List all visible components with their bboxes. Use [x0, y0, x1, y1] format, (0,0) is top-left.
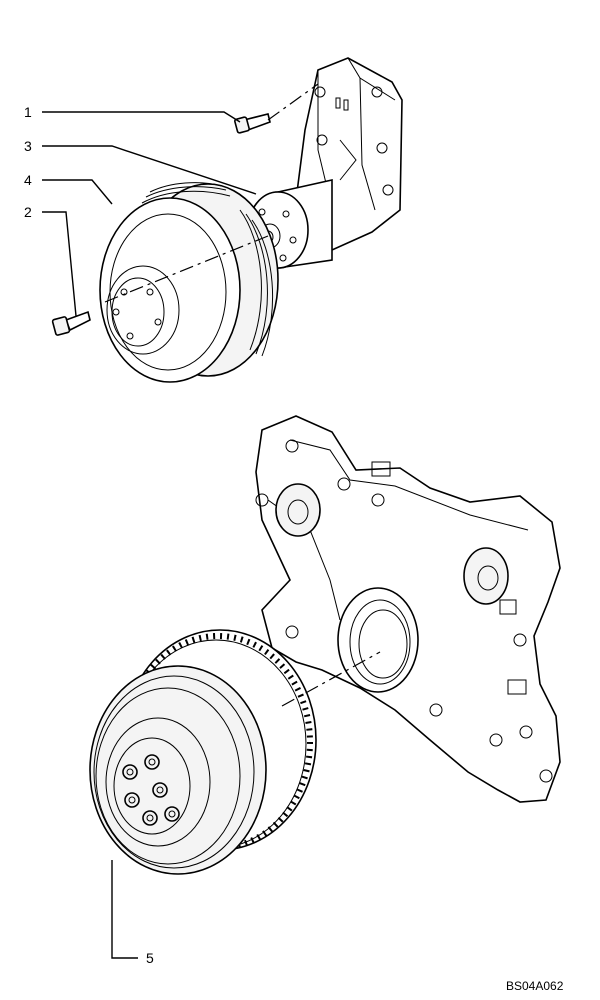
callout-3: 3 [24, 138, 32, 154]
callout-5: 5 [146, 950, 154, 966]
alignment-line-bracket [267, 83, 319, 121]
timing-cover [255, 415, 561, 803]
bolt-part-1 [234, 113, 271, 134]
leader-line-2 [42, 211, 77, 317]
bolt-part-2 [51, 310, 91, 336]
leader-line-5 [111, 860, 138, 959]
pulley-part-4 [99, 182, 279, 383]
figure-code: BS04A062 [506, 979, 564, 993]
leader-line-1 [42, 111, 241, 123]
alignment-line-damper [281, 651, 381, 707]
alignment-line-pulley [104, 235, 269, 303]
leader-line-3 [42, 145, 257, 195]
crankshaft-damper-part-5 [89, 629, 317, 875]
leader-line-4 [42, 179, 113, 205]
callout-1: 1 [24, 104, 32, 120]
callout-2: 2 [24, 204, 32, 220]
callout-4: 4 [24, 172, 32, 188]
